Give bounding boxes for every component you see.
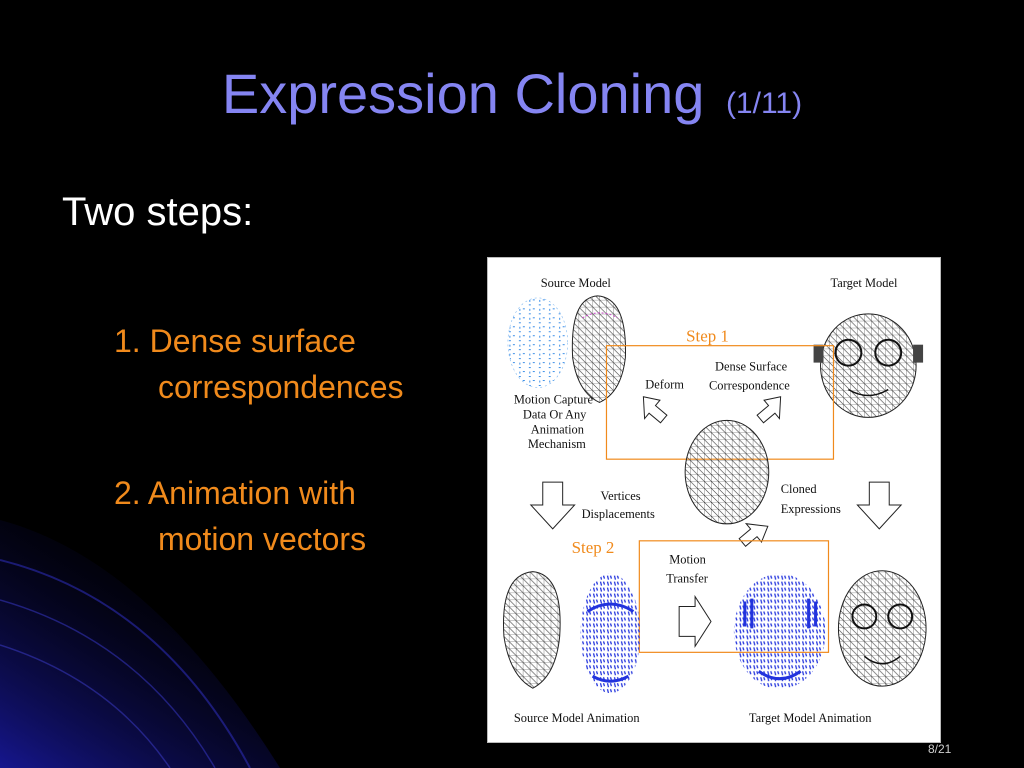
label-source-animation: Source Model Animation [514, 711, 641, 725]
label-cloned: Cloned [781, 482, 818, 496]
source-animation-head-mesh [503, 571, 561, 689]
deformed-head-mesh [684, 419, 770, 525]
slide-title: Expression Cloning (1/11) [0, 62, 1024, 136]
step-item-1: 1. Dense surface correspondences [114, 318, 403, 410]
label-displacements: Displacements [582, 507, 655, 521]
step-1-line-2: correspondences [158, 369, 404, 405]
label-deform: Deform [645, 377, 684, 391]
label-correspondence: Correspondence [709, 378, 790, 392]
step-2-box [638, 540, 830, 653]
expression-cloning-diagram: Source Model Target Model Step 1 Dense S… [487, 257, 941, 743]
label-step-2: Step 2 [572, 538, 615, 557]
title-text: Expression Cloning [221, 62, 705, 125]
step-1-line-1: 1. Dense surface [114, 323, 356, 359]
label-source-model: Source Model [541, 276, 612, 290]
label-step-1: Step 1 [686, 327, 729, 346]
motion-capture-markers [507, 297, 568, 388]
source-motion-vectors [580, 573, 641, 694]
label-vertices: Vertices [601, 489, 641, 503]
label-motion-capture-1: Motion Capture [514, 392, 594, 406]
down-arrow-right-icon [856, 481, 903, 530]
transfer-arrow-icon [678, 594, 712, 649]
label-motion-capture-2: Data Or Any [523, 407, 587, 421]
label-target-model: Target Model [830, 276, 897, 290]
step-item-2: 2. Animation with motion vectors [114, 470, 366, 562]
label-expressions: Expressions [781, 502, 841, 516]
down-arrow-left-icon [529, 481, 576, 530]
source-head-mesh [571, 295, 626, 403]
label-transfer: Transfer [666, 572, 709, 586]
diagram-svg: Source Model Target Model Step 1 Dense S… [503, 276, 927, 725]
label-motion-capture-4: Mechanism [528, 437, 586, 451]
label-dense-surface: Dense Surface [715, 360, 788, 374]
deform-arrow-icon [642, 396, 668, 424]
target-head-mesh [813, 313, 924, 418]
label-target-animation: Target Model Animation [749, 711, 872, 725]
page-number: 8/21 [928, 742, 952, 756]
label-motion: Motion [669, 553, 706, 567]
target-animation-head-mesh [837, 570, 927, 687]
title-slide-counter: (1/11) [725, 87, 803, 120]
lead-text: Two steps: [62, 190, 254, 234]
target-motion-vectors [733, 573, 826, 690]
correspondence-arrow-icon [756, 396, 782, 424]
step-2-line-1: 2. Animation with [114, 475, 356, 511]
label-motion-capture-3: Animation [531, 422, 585, 436]
step-2-line-2: motion vectors [158, 521, 367, 557]
